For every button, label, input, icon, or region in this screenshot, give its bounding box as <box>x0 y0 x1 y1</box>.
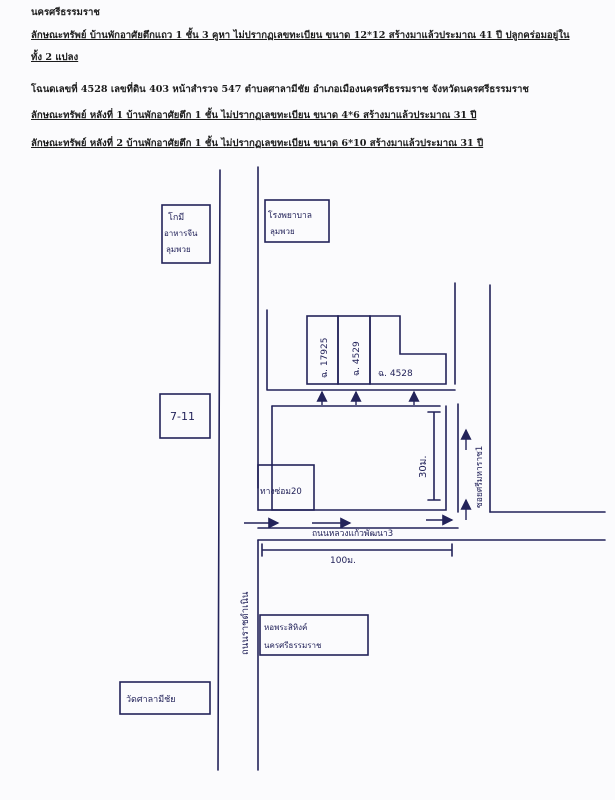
box-top-left-line-2: อาหารจีน <box>164 229 198 238</box>
soi-label: ซอยศรีมหาราช1 <box>474 446 485 508</box>
main-road-left-edge <box>217 169 221 771</box>
box-lower-left-label: ทางซ่อม20 <box>260 487 302 497</box>
plot-box-3 <box>369 315 447 385</box>
landmark-box-lower-left <box>257 464 315 511</box>
box-bottom-left-label: วัดศาลามีชัย <box>126 694 176 705</box>
plot-1-label: ฉ. 17925 <box>320 338 330 378</box>
dim-horizontal-label: 100ม. <box>330 556 356 566</box>
box-top-left-line-1: โกมี <box>168 212 184 223</box>
plot-2-label: ฉ. 4529 <box>352 341 362 376</box>
dim-vertical-line <box>427 411 441 501</box>
road-lane-label: ถนนหลวงแก้วพัฒนา3 <box>312 528 393 539</box>
landmark-box-top-center <box>264 199 330 243</box>
header-property-line: ลักษณะทรัพย์ บ้านพักอาศัยตึกแถว 1 ชั้น 3… <box>31 30 570 41</box>
box-bottom-center-line-2: นครศรีธรรมราช <box>264 641 322 650</box>
header-building-2-line: ลักษณะทรัพย์ หลังที่ 2 บ้านพักอาศัยตึก 1… <box>31 138 484 149</box>
box-bottom-center-line-1: หอพระสิหิงค์ <box>264 622 307 632</box>
header-deed-line: โฉนดเลขที่ 4528 เลขที่ดิน 403 หน้าสำรวจ … <box>31 84 529 95</box>
landmark-box-top-left <box>161 204 211 264</box>
header-province: นครศรีธรรมราช <box>31 7 100 18</box>
header-building-1-line: ลักษณะทรัพย์ หลังที่ 1 บ้านพักอาศัยตึก 1… <box>31 110 477 121</box>
plot-strip <box>266 309 456 407</box>
box-top-center-line-2: ลุมพวย <box>270 227 295 236</box>
landmark-box-bottom-center <box>259 614 369 656</box>
main-building <box>271 405 447 511</box>
plot-3-label: ฉ. 4528 <box>378 369 413 379</box>
dim-horizontal-line <box>261 543 453 557</box>
header-property-line-cont: ทั้ง 2 แปลง <box>31 52 79 63</box>
box-7-11-label: 7-11 <box>170 410 195 423</box>
dim-vertical-label: 30ม. <box>418 456 429 479</box>
landmark-box-7-11 <box>159 393 211 439</box>
box-top-center-line-1: โรงพยาบาล <box>268 210 312 221</box>
landmark-box-bottom-left <box>119 681 211 715</box>
box-top-left-line-3: ลุมพวย <box>166 245 191 254</box>
main-road-label: ถนนราชดำเนิน <box>240 591 251 655</box>
